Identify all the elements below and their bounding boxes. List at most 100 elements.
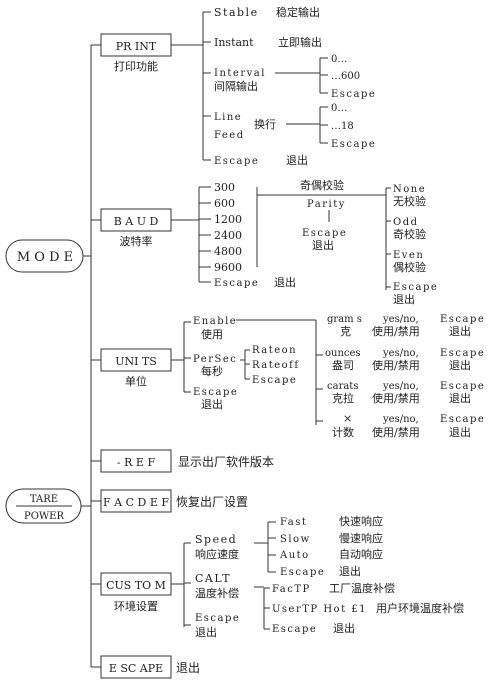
- unit-grams-yn: yes/no,: [382, 314, 419, 325]
- baud-rate-9600: 9600: [214, 261, 242, 274]
- units-node: UNI TS 单位 Enable 使用 PerSec 每秒 Rateon Rat…: [100, 314, 485, 439]
- persec-rateon: Rateon: [252, 345, 297, 356]
- parity-even-zh: 偶校验: [393, 260, 426, 274]
- baud-rate-300: 300: [214, 181, 235, 194]
- custom-calt-en: CALT: [195, 572, 231, 585]
- unit-carats-escape-zh: 退出: [449, 391, 471, 405]
- unit-count-zh: 计数: [332, 426, 354, 439]
- baud-rate-600: 600: [214, 197, 235, 210]
- custom-box: [100, 572, 172, 596]
- parity-none-en: None: [393, 184, 426, 195]
- baud-rate-1200: 1200: [214, 213, 242, 226]
- custom-speed-en: Speed: [195, 533, 237, 546]
- ref-box: [100, 449, 172, 473]
- calt-factp-en: FacTP: [272, 584, 311, 595]
- unit-grams-escape: Escape: [440, 314, 485, 325]
- tare-power-node: TARE POWER: [5, 488, 82, 524]
- parity-odd-zh: 奇校验: [393, 227, 426, 241]
- baud-rate-4800: 4800: [214, 245, 242, 258]
- speed-auto-en: Auto: [279, 550, 310, 561]
- print-node: PR INT 打印功能 Stable 稳定输出 Instant 立即输出 Int…: [100, 5, 376, 167]
- baud-node: B A U D 波特率 300 600 1200 2400 4800 9600 …: [100, 178, 437, 306]
- units-code: UNI TS: [115, 355, 157, 368]
- parity-odd-en: Odd: [393, 217, 419, 228]
- speed-escape-en: Escape: [280, 567, 325, 578]
- unit-grams-zh: 克: [340, 325, 351, 338]
- unit-count-symbol: ×: [343, 412, 352, 425]
- custom-calt-zh: 温度补偿: [195, 586, 239, 600]
- custom-escape-en: Escape: [195, 613, 240, 624]
- print-interval-en: Interval: [214, 68, 266, 79]
- ref-desc: 显示出厂软件版本: [178, 455, 274, 469]
- ref-node: - R E F 显示出厂软件版本: [100, 449, 274, 473]
- print-feed-en: Feed: [214, 130, 245, 141]
- unit-ounces-escape: Escape: [440, 348, 485, 359]
- unit-ounces-yn-zh: 使用/禁用: [372, 359, 420, 372]
- tare-label: TARE: [30, 494, 58, 505]
- parity-none-zh: 无校验: [393, 194, 426, 208]
- units-enable-en: Enable: [193, 316, 237, 327]
- custom-desc: 环境设置: [114, 599, 158, 613]
- speed-auto-zh: 自动响应: [339, 547, 383, 561]
- baud-rate-2400: 2400: [214, 229, 242, 242]
- units-escape-zh: 退出: [201, 397, 223, 411]
- unit-ounces-en: ounces: [325, 348, 361, 359]
- unit-count-escape-zh: 退出: [449, 425, 471, 439]
- print-desc: 打印功能: [114, 59, 158, 73]
- speed-escape-zh: 退出: [339, 564, 361, 578]
- baud-escape-en: Escape: [214, 278, 259, 289]
- linefeed-option-2: Escape: [331, 139, 376, 150]
- persec-escape: Escape: [252, 375, 297, 386]
- escape-node: E SC APE 退出: [100, 655, 200, 679]
- power-label: POWER: [24, 511, 65, 522]
- calt-usertp-zh: 用户环境温度补偿: [376, 601, 464, 615]
- unit-ounces-yn: yes/no,: [382, 348, 419, 359]
- escape-code: E SC APE: [109, 662, 163, 675]
- facdef-desc: 恢复出厂设置: [176, 495, 248, 509]
- facdef-code: F A C D E F: [103, 496, 169, 509]
- print-interval-zh: 间隔输出: [214, 79, 258, 93]
- baud-box: [100, 208, 172, 232]
- unit-carats-en: carats: [327, 381, 358, 392]
- parity-zh: 奇偶校验: [300, 178, 344, 192]
- unit-carats-yn: yes/no,: [382, 381, 419, 392]
- connector-lines: [81, 11, 391, 668]
- ref-code: - R E F: [117, 456, 156, 469]
- unit-ounces-escape-zh: 退出: [449, 358, 471, 372]
- speed-slow-en: Slow: [280, 534, 311, 545]
- custom-escape-zh: 退出: [195, 625, 217, 639]
- facdef-box: [100, 489, 172, 513]
- print-stable-en: Stable: [214, 6, 259, 19]
- mode-node: M O D E: [5, 239, 84, 273]
- unit-ounces-zh: 盎司: [332, 358, 354, 372]
- custom-speed-zh: 响应速度: [195, 547, 239, 561]
- print-stable-zh: 稳定输出: [276, 5, 320, 19]
- unit-count-escape: Escape: [440, 414, 485, 425]
- custom-node: CUS TO M 环境设置 Speed 响应速度 Fast 快速响应 Slow …: [100, 514, 464, 639]
- unit-carats-yn-zh: 使用/禁用: [372, 392, 420, 405]
- interval-option-1: …600: [331, 71, 360, 82]
- escape-box: [100, 655, 172, 679]
- units-desc: 单位: [125, 374, 147, 388]
- print-linefeed-zh: 换行: [254, 117, 276, 131]
- unit-count-yn: yes/no,: [382, 414, 419, 425]
- parity-escape-en: Escape: [302, 228, 347, 239]
- calt-usertp-en: UserTP Hot £1: [272, 604, 367, 615]
- mode-label: M O D E: [17, 250, 73, 265]
- unit-grams-escape-zh: 退出: [449, 324, 471, 338]
- print-code: PR INT: [116, 40, 157, 53]
- units-enable-zh: 使用: [201, 328, 223, 341]
- print-instant-zh: 立即输出: [278, 35, 322, 49]
- unit-count-yn-zh: 使用/禁用: [372, 426, 420, 439]
- custom-code: CUS TO M: [106, 579, 166, 592]
- print-box: [100, 33, 172, 57]
- interval-option-2: Escape: [331, 89, 376, 100]
- unit-carats-escape: Escape: [440, 381, 485, 392]
- print-escape-zh: 退出: [286, 153, 308, 167]
- interval-option-0: 0…: [331, 54, 347, 65]
- unit-grams-yn-zh: 使用/禁用: [372, 325, 420, 338]
- units-persec-zh: 每秒: [201, 364, 223, 378]
- unit-grams-en: gram s: [327, 314, 362, 325]
- calt-factp-zh: 工厂温度补偿: [329, 581, 395, 595]
